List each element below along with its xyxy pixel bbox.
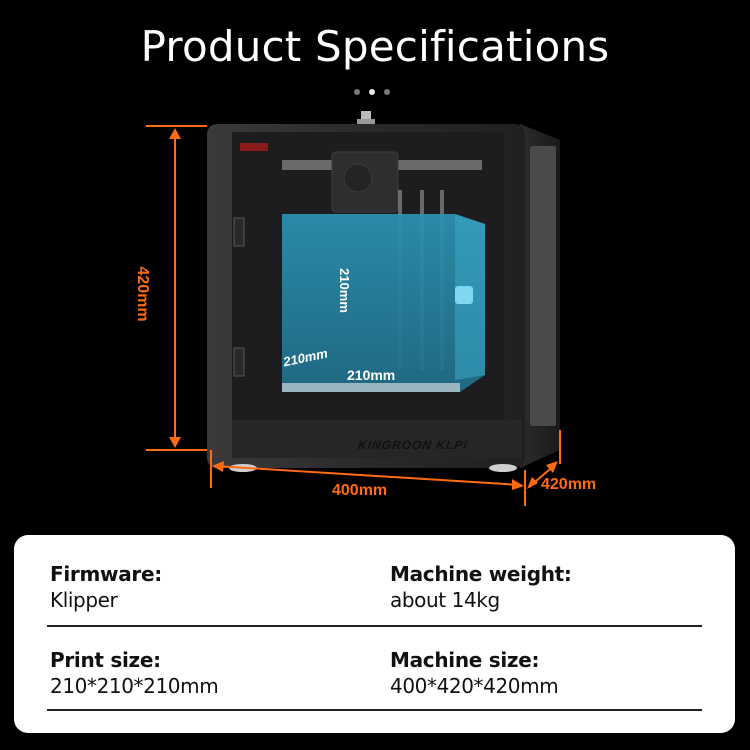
spec-firmware: Firmware: Klipper <box>50 561 162 613</box>
height-dimension-label: 420mm <box>134 266 151 322</box>
carousel-indicator <box>354 89 390 95</box>
spec-label: Machine weight: <box>390 562 572 586</box>
carousel-dot[interactable] <box>384 89 390 95</box>
carousel-dot-active[interactable] <box>369 89 375 95</box>
print-width-label: 210mm <box>347 367 396 383</box>
print-height-label: 210mm <box>336 268 352 313</box>
spec-machine-size: Machine size: 400*420*420mm <box>390 647 559 699</box>
spec-value: Klipper <box>50 588 118 612</box>
page-title: Product Specifications <box>140 22 610 71</box>
width-dimension-label: 400mm <box>332 482 388 499</box>
depth-dimension-label: 420mm <box>541 476 597 493</box>
spec-machine-weight: Machine weight: about 14kg <box>390 561 572 613</box>
spec-value: 210*210*210mm <box>50 674 219 698</box>
specs-card: Firmware: Klipper Machine weight: about … <box>14 535 735 733</box>
spec-value: 400*420*420mm <box>390 674 559 698</box>
row-divider <box>47 625 702 627</box>
spec-value: about 14kg <box>390 588 500 612</box>
carousel-dot[interactable] <box>354 89 360 95</box>
spec-label: Machine size: <box>390 648 540 672</box>
row-divider <box>47 709 702 711</box>
spec-label: Print size: <box>50 648 161 672</box>
product-image: 420mm 400mm 420mm 210mm 210mm 210mm KING… <box>134 111 597 506</box>
printer-illustration <box>146 111 561 506</box>
spec-print-size: Print size: 210*210*210mm <box>50 647 219 699</box>
spec-label: Firmware: <box>50 562 162 586</box>
brand-label: KINGROON KLPi <box>357 438 469 452</box>
